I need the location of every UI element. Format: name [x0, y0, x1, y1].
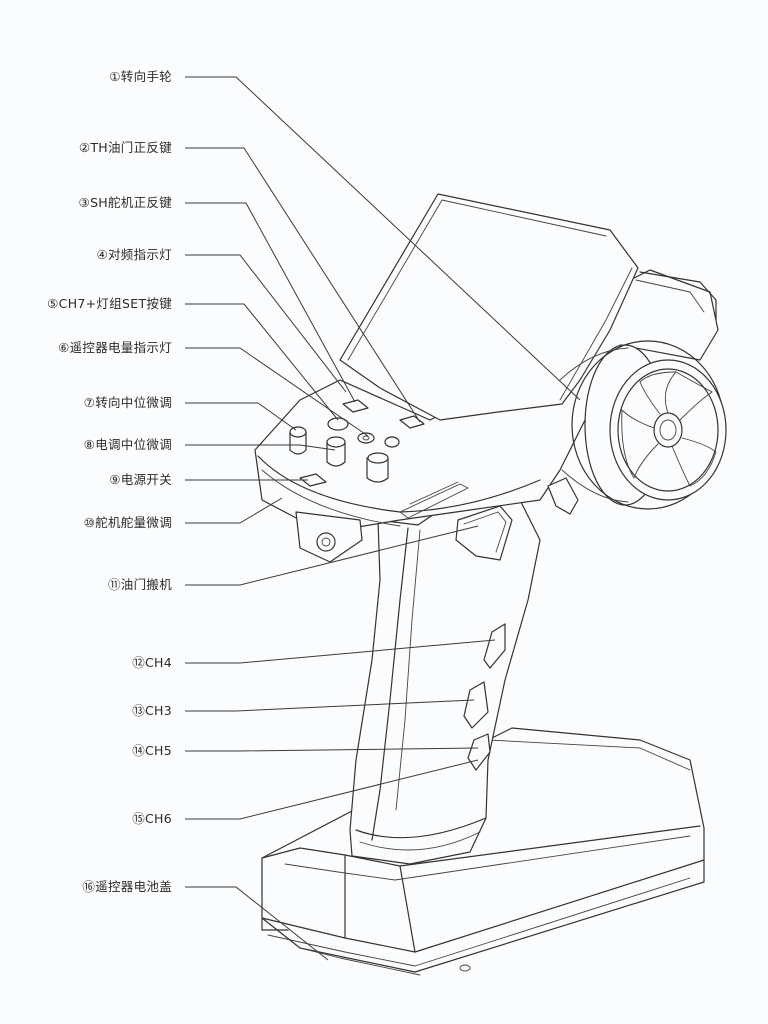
callout-num: ⑪: [107, 577, 121, 592]
callout-ch5: ⑭CH5: [132, 743, 172, 759]
console-body: [254, 193, 719, 563]
callout-steering-trim: ⑦转向中位微调: [84, 395, 172, 411]
trim-knobs: [289, 417, 400, 483]
callout-text: CH7+灯组SET按键: [58, 296, 172, 311]
callout-text: SH舵机正反键: [90, 195, 172, 210]
callout-text: CH5: [145, 743, 172, 758]
callout-text: 遥控器电量指示灯: [69, 340, 172, 355]
callout-th-reverse-key: ②TH油门正反键: [79, 140, 172, 156]
callout-servo-rate: ⑩舵机舵量微调: [84, 515, 172, 531]
callout-num: ④: [96, 247, 108, 262]
callout-num: ③: [78, 195, 91, 210]
display-panel: [339, 193, 639, 421]
leader-lines: [185, 76, 581, 961]
callout-text: 电调中位微调: [95, 437, 172, 452]
callout-text: 电源开关: [120, 472, 172, 487]
callout-text: CH3: [145, 703, 172, 718]
callout-text: CH6: [145, 811, 172, 826]
callout-text: 遥控器电池盖: [95, 879, 172, 894]
grip: [349, 499, 541, 865]
callout-ch6: ⑮CH6: [132, 811, 172, 827]
callout-text: 对频指示灯: [107, 247, 172, 262]
callout-battery-indicator: ⑥遥控器电量指示灯: [58, 340, 172, 356]
ch3-button: [463, 681, 489, 729]
callout-ch4: ⑫CH4: [132, 655, 172, 671]
callout-sh-reverse-key: ③SH舵机正反键: [79, 195, 172, 211]
console-buttons: [299, 399, 425, 487]
callout-esc-trim: ⑧电调中位微调: [84, 437, 172, 453]
callout-power-switch: ⑨电源开关: [109, 472, 172, 488]
callout-num: ⑮: [132, 811, 146, 826]
callout-num: ⑦: [83, 395, 96, 410]
aux-lever: [547, 477, 579, 515]
callout-num: ⑫: [132, 655, 146, 670]
callout-num: ⑩: [83, 515, 96, 530]
steering-wheel: [559, 340, 727, 510]
callout-num: ②: [78, 140, 91, 155]
callout-num: ⑯: [82, 879, 96, 894]
callout-throttle-trigger: ⑪油门搬机: [108, 577, 172, 593]
callout-num: ⑬: [132, 703, 146, 718]
callout-text: 转向中位微调: [95, 395, 172, 410]
callout-bind-indicator: ④对频指示灯: [96, 247, 172, 263]
base-stand: [261, 727, 705, 976]
callout-text: CH4: [145, 655, 172, 670]
callout-num: ⑥: [58, 340, 70, 355]
callout-text: 油门搬机: [120, 577, 172, 592]
callout-text: 转向手轮: [120, 69, 172, 84]
callout-ch3: ⑬CH3: [132, 703, 172, 719]
callout-text: 舵机舵量微调: [95, 515, 172, 530]
callout-num: ⑨: [109, 472, 121, 487]
callout-num: ⑤: [47, 296, 59, 311]
callout-battery-cover: ⑯遥控器电池盖: [82, 879, 172, 895]
ch4-button: [483, 623, 506, 669]
callout-num: ⑭: [132, 743, 146, 758]
callout-ch7-set-key: ⑤CH7+灯组SET按键: [47, 296, 172, 312]
callout-text: TH油门正反键: [90, 140, 172, 155]
callout-steering-wheel: ①转向手轮: [109, 69, 172, 85]
callout-num: ①: [109, 69, 121, 84]
callout-num: ⑧: [83, 437, 96, 452]
